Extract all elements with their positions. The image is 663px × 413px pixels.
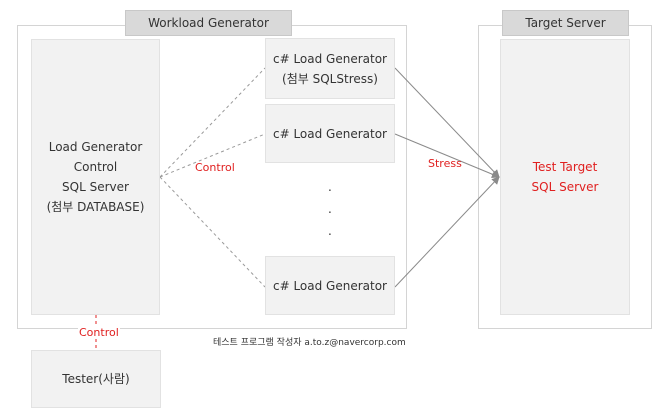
target-server-title-text: Target Server <box>525 16 606 30</box>
test-target-sql-server-box: Test Target SQL Server <box>500 39 630 315</box>
target-box-line2: SQL Server <box>531 180 599 194</box>
stress-arrow-3 <box>394 176 500 288</box>
generator-1-line1: c# Load Generator <box>272 51 387 66</box>
load-generator-box-3: c# Load Generator <box>265 256 395 315</box>
control-box-line3: SQL Server <box>62 180 129 194</box>
workload-generator-title-text: Workload Generator <box>148 16 269 30</box>
target-box-line1: Test Target <box>532 160 598 174</box>
ellipsis-dot-2: . <box>328 202 332 216</box>
tester-box: Tester(사람) <box>31 350 161 408</box>
generator-3-line1: c# Load Generator <box>272 278 387 293</box>
control-line-to-generator-1 <box>159 67 266 178</box>
tester-control-label: Control <box>78 326 120 339</box>
generator-2-line1: c# Load Generator <box>272 126 387 141</box>
stress-arrow-2 <box>394 133 500 179</box>
control-fanout-label: Control <box>195 161 235 174</box>
control-line-to-generator-2 <box>159 133 266 178</box>
control-box-line1: Load Generator <box>48 140 143 154</box>
load-generator-box-1: c# Load Generator (첨부 SQLStress) <box>265 38 395 99</box>
control-line-to-generator-3 <box>159 176 266 288</box>
workload-generator-title: Workload Generator <box>125 10 292 36</box>
stress-label: Stress <box>428 157 462 170</box>
load-generator-control-box: Load Generator Control SQL Server (첨부 DA… <box>31 39 160 315</box>
stress-arrow-1 <box>394 67 500 178</box>
author-note: 테스트 프로그램 작성자 a.to.z@navercorp.com <box>213 338 406 348</box>
control-box-line2: Control <box>73 160 118 174</box>
tester-label: Tester(사람) <box>62 372 130 386</box>
generator-1-line2: (첨부 SQLStress) <box>282 71 378 86</box>
load-generator-box-2: c# Load Generator <box>265 104 395 163</box>
control-box-line4: (첨부 DATABASE) <box>46 200 145 214</box>
ellipsis-dot-1: . <box>328 180 332 194</box>
ellipsis-dot-3: . <box>328 224 332 238</box>
target-server-title: Target Server <box>502 10 629 36</box>
